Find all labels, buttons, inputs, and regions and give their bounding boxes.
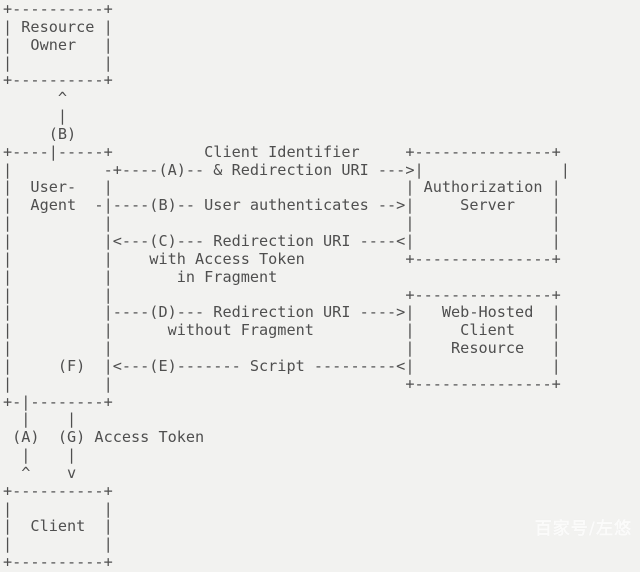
oauth-implicit-grant-ascii-diagram: +----------+ | Resource | | Owner | | | … [3, 0, 570, 572]
